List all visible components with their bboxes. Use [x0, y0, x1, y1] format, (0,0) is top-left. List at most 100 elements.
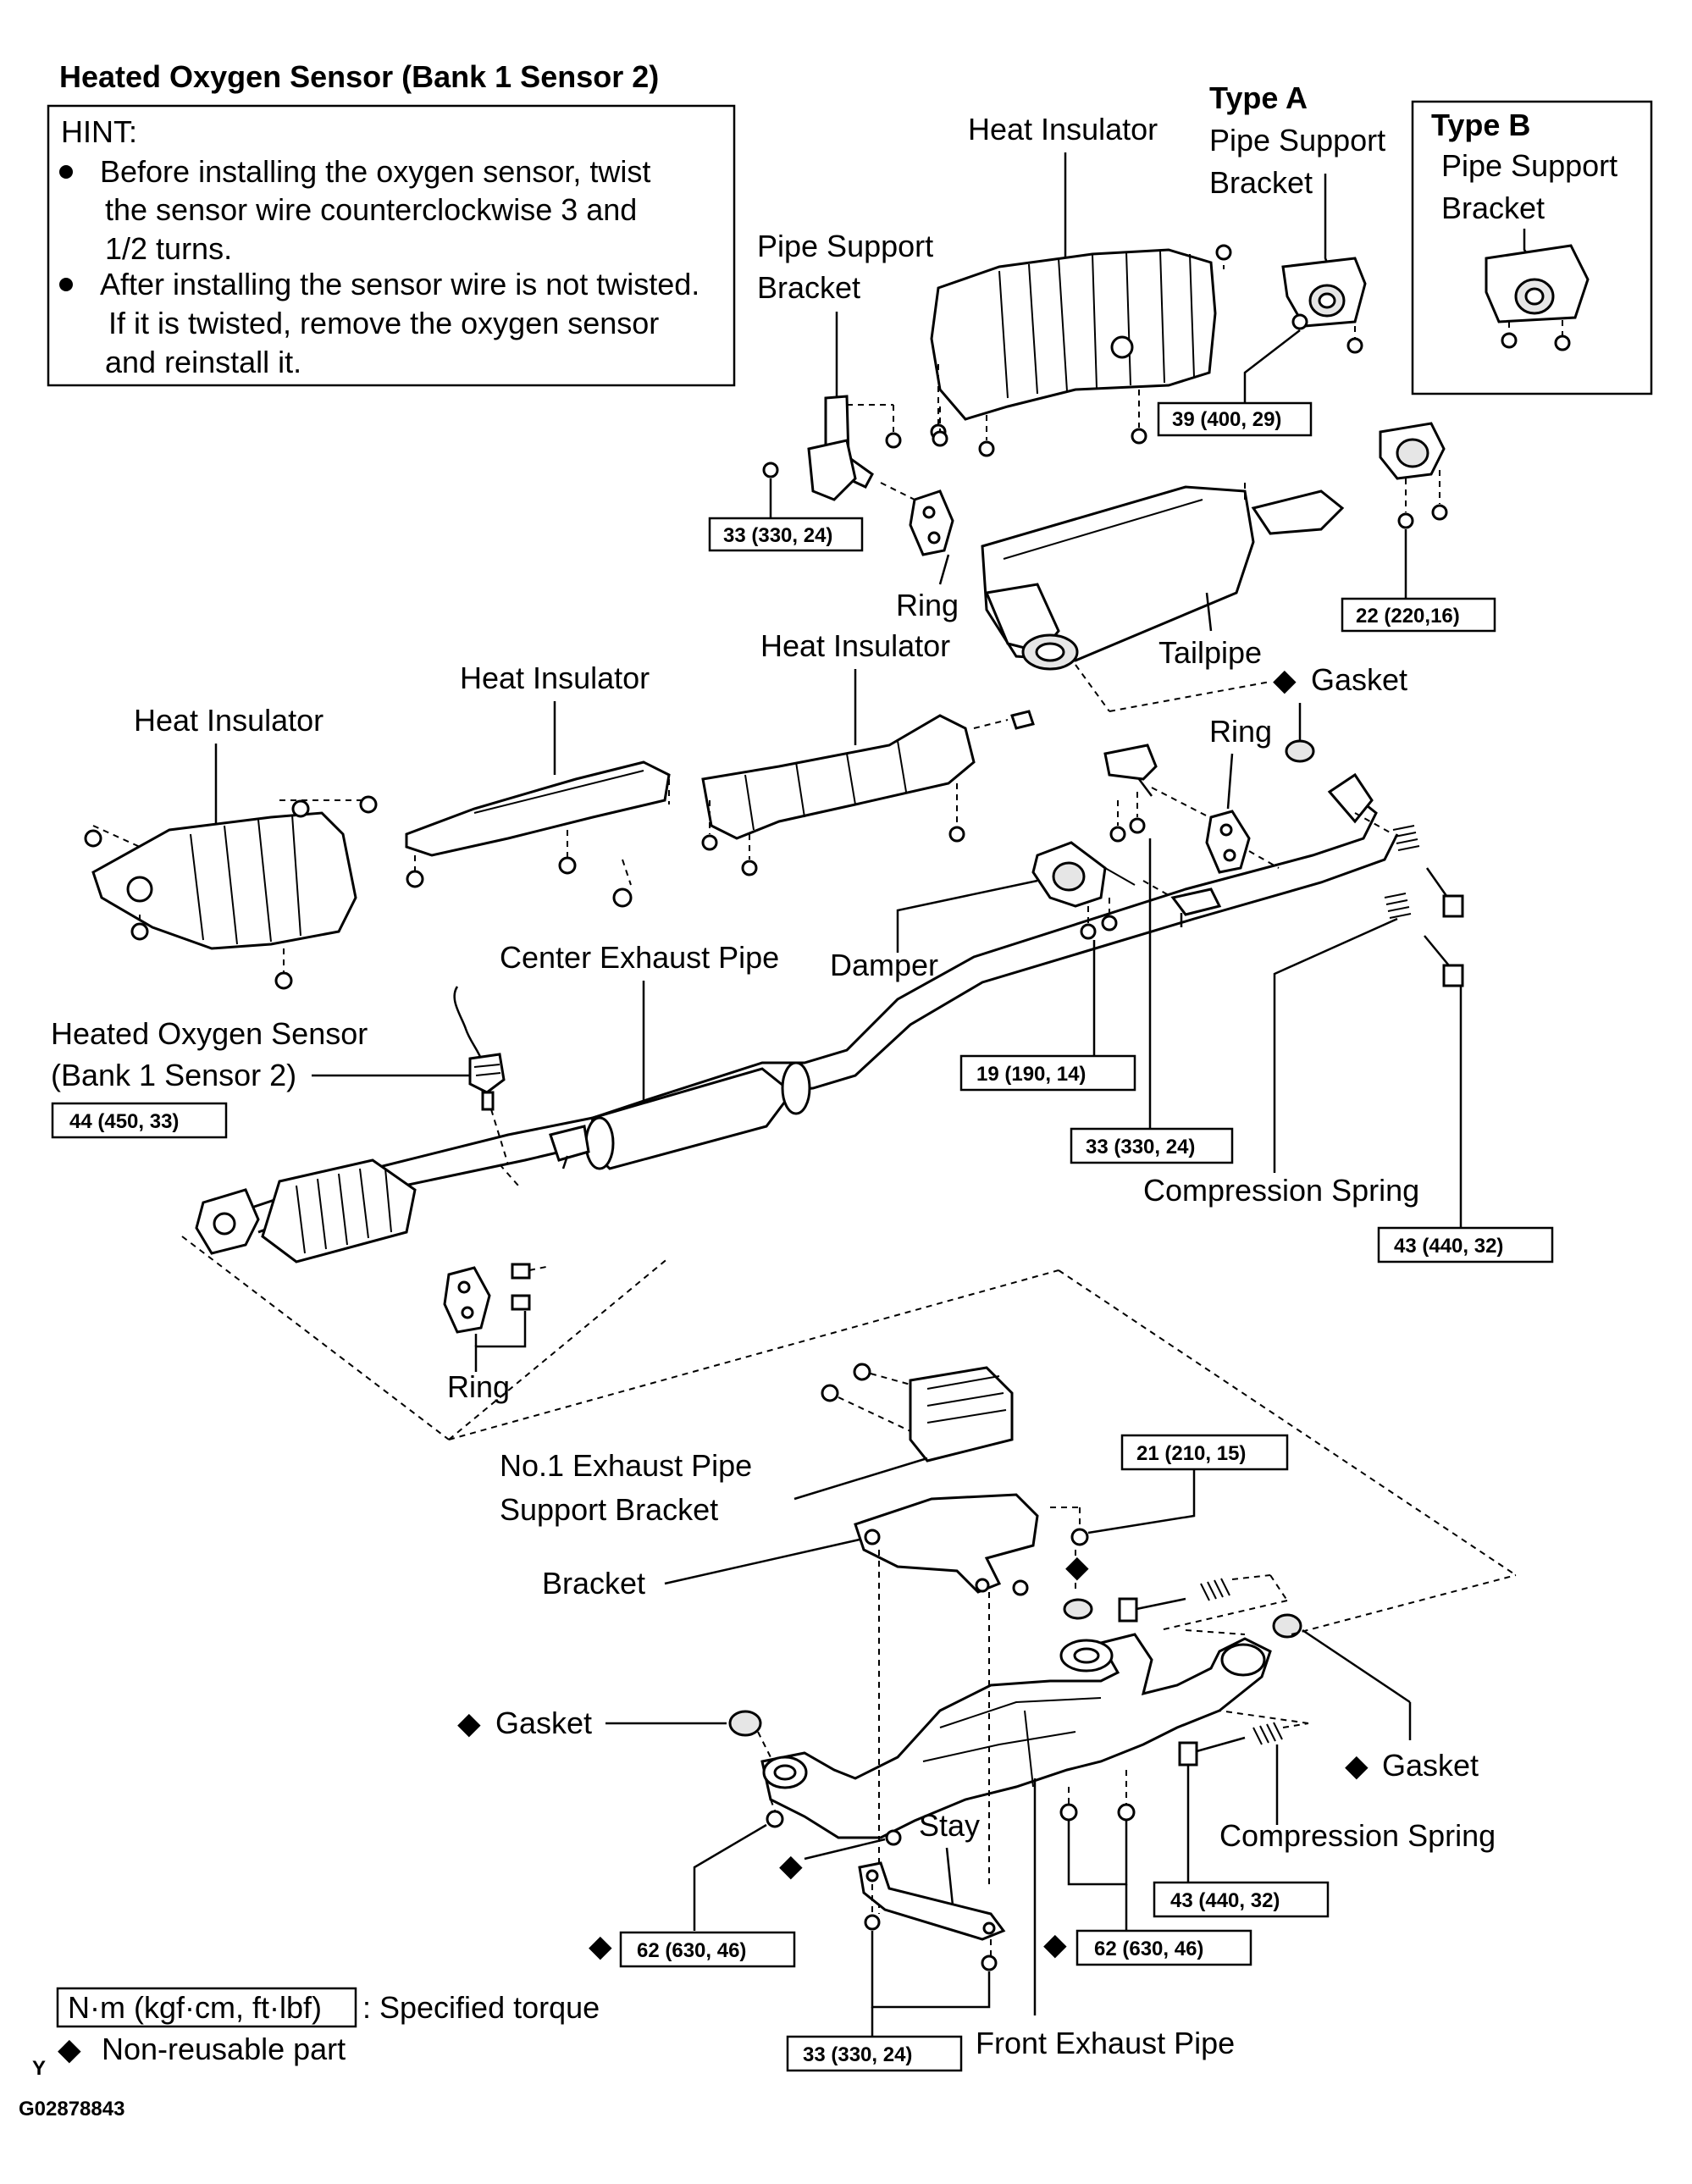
ring-bottom-leader	[474, 1311, 527, 1372]
type-b-bracket-part	[1485, 244, 1590, 351]
t62-right-box	[1075, 1929, 1252, 1966]
type-b-box	[1411, 100, 1653, 395]
stay-leader	[945, 1847, 954, 1906]
ring-top-part	[909, 489, 954, 556]
t22-box	[1341, 597, 1496, 633]
type-a-title: Type A	[1209, 80, 1308, 115]
figure-code: G02878843	[19, 2098, 124, 2120]
page-title: Heated Oxygen Sensor (Bank 1 Sensor 2)	[59, 59, 659, 94]
front-pipe-bolt-spring-part	[1118, 1578, 1230, 1623]
t62-left-box	[619, 1931, 796, 1968]
sensor-label-2: (Bank 1 Sensor 2)	[51, 1058, 296, 1092]
bracket-leader	[664, 1538, 860, 1585]
stay-label: Stay	[919, 1808, 980, 1843]
t62-left-leader	[693, 1823, 767, 1931]
t33-bottom-leader	[871, 1931, 991, 2009]
bracket-label: Bracket	[542, 1566, 645, 1601]
gasket-left-label: Gasket	[495, 1706, 592, 1740]
gasket-right-diamond: ◆	[1345, 1748, 1369, 1783]
front-exhaust-pipe-label: Front Exhaust Pipe	[976, 2026, 1235, 2060]
gasket-tail-part	[1285, 739, 1315, 763]
gasket-tail-diamond: ◆	[1273, 662, 1297, 697]
gasket-bracket-diamond: ◆	[1065, 1549, 1089, 1584]
sensor-label-1: Heated Oxygen Sensor	[51, 1016, 368, 1051]
heat-insulator-left-part	[91, 811, 357, 950]
t33-bottom-box	[786, 2035, 963, 2072]
compression-spring-top-part	[1384, 825, 1464, 987]
type-b-label-2: Bracket	[1441, 191, 1545, 225]
pipe-support-bracket-label-1: Pipe Support	[757, 229, 933, 263]
t62-right-diamond: ◆	[1043, 1927, 1067, 1961]
t21-value: 21 (210, 15)	[1136, 1442, 1246, 1465]
t43-bottom-box	[1153, 1881, 1330, 1918]
type-a-label-1: Pipe Support	[1209, 123, 1385, 158]
gasket-left-part	[728, 1710, 762, 1737]
t33-mid-value: 33 (330, 24)	[1086, 1136, 1195, 1158]
hint-item-2-line-3: and reinstall it.	[105, 345, 301, 379]
t44-box	[51, 1102, 228, 1139]
heat-insulator-top-part	[930, 248, 1217, 421]
heat-insulator-top-label: Heat Insulator	[968, 112, 1158, 147]
t43-bottom-value: 43 (440, 32)	[1170, 1889, 1280, 1912]
no1-bracket-leader	[793, 1457, 928, 1501]
center-pipe-hanger-part	[549, 1125, 590, 1169]
ring-mid-label: Ring	[1209, 714, 1272, 749]
t39-value: 39 (400, 29)	[1172, 408, 1281, 431]
type-a-label-2: Bracket	[1209, 165, 1313, 200]
t33-top-value: 33 (330, 24)	[723, 524, 832, 547]
t19-box	[959, 1054, 1136, 1092]
t43-top-value: 43 (440, 32)	[1394, 1235, 1503, 1258]
center-exhaust-pipe-label: Center Exhaust Pipe	[500, 940, 779, 975]
t19-value: 19 (190, 14)	[976, 1063, 1086, 1086]
pipe-support-bracket-part	[807, 395, 894, 501]
gasket-tail-label: Gasket	[1311, 662, 1407, 697]
t33-top-box	[708, 517, 864, 552]
t62-right-leader	[1067, 1821, 1128, 1886]
hint-bullet-2	[59, 278, 73, 291]
t33-bottom-value: 33 (330, 24)	[803, 2043, 912, 2066]
pipe-hanger-bracket-part	[1170, 887, 1222, 927]
heat-insulator-left-label: Heat Insulator	[134, 703, 323, 738]
ring-mid-part	[1205, 810, 1251, 874]
compression-spring-top-label: Compression Spring	[1143, 1173, 1419, 1208]
legend-diamond-icon: ◆	[58, 2032, 81, 2066]
type-a-bracket-part	[1281, 257, 1367, 354]
damper-part	[1031, 841, 1136, 908]
compression-spring-bottom-label: Compression Spring	[1219, 1818, 1496, 1853]
legend-nonreusable: Non-reusable part	[102, 2032, 346, 2066]
hint-item-2-line-2: If it is twisted, remove the oxygen sens…	[108, 306, 659, 340]
hint-heading: HINT:	[61, 114, 137, 149]
t62-left-value: 62 (630, 46)	[637, 1939, 746, 1962]
hint-item-1-line-2: the sensor wire counterclockwise 3 and	[105, 192, 637, 227]
type-b-title: Type B	[1431, 108, 1530, 142]
t21-leader	[1087, 1469, 1196, 1534]
t43-top-box	[1377, 1226, 1554, 1263]
t22-value: 22 (220,16)	[1356, 605, 1460, 628]
front-exhaust-pipe-part	[760, 1613, 1302, 1839]
tailpipe-bracket-part	[1379, 422, 1448, 529]
hint-bullet-1	[59, 165, 73, 179]
gasket-bracket-part	[1063, 1598, 1093, 1620]
heat-insulator-center-part	[405, 760, 671, 857]
damper-leader	[896, 879, 1038, 953]
t39-box	[1157, 401, 1313, 437]
no1-support-bracket-part	[909, 1366, 1014, 1462]
t44-value: 44 (450, 33)	[69, 1110, 179, 1133]
damper-label: Damper	[830, 948, 938, 982]
no1-bracket-label-1: No.1 Exhaust Pipe	[500, 1448, 752, 1483]
ring-bottom-label: Ring	[447, 1369, 510, 1404]
bracket-part	[854, 1493, 1039, 1594]
ring-mid-leader	[1226, 753, 1234, 810]
no1-bracket-label-2: Support Bracket	[500, 1492, 718, 1527]
ring-bottom-part	[443, 1263, 531, 1334]
t62-left-diamond: ◆	[589, 1928, 612, 1963]
type-b-label-1: Pipe Support	[1441, 148, 1617, 183]
catalytic-converter-part	[195, 1158, 417, 1263]
mid-hanger-bracket-part	[1103, 744, 1158, 797]
gasket-right-label: Gasket	[1382, 1748, 1479, 1783]
legend-torque-unit: N·m (kgf·cm, ft·lbf)	[68, 1990, 322, 2025]
t21-box	[1120, 1434, 1289, 1471]
stay-part	[858, 1861, 1006, 1941]
legend-torque-desc: : Specified torque	[362, 1990, 600, 2025]
